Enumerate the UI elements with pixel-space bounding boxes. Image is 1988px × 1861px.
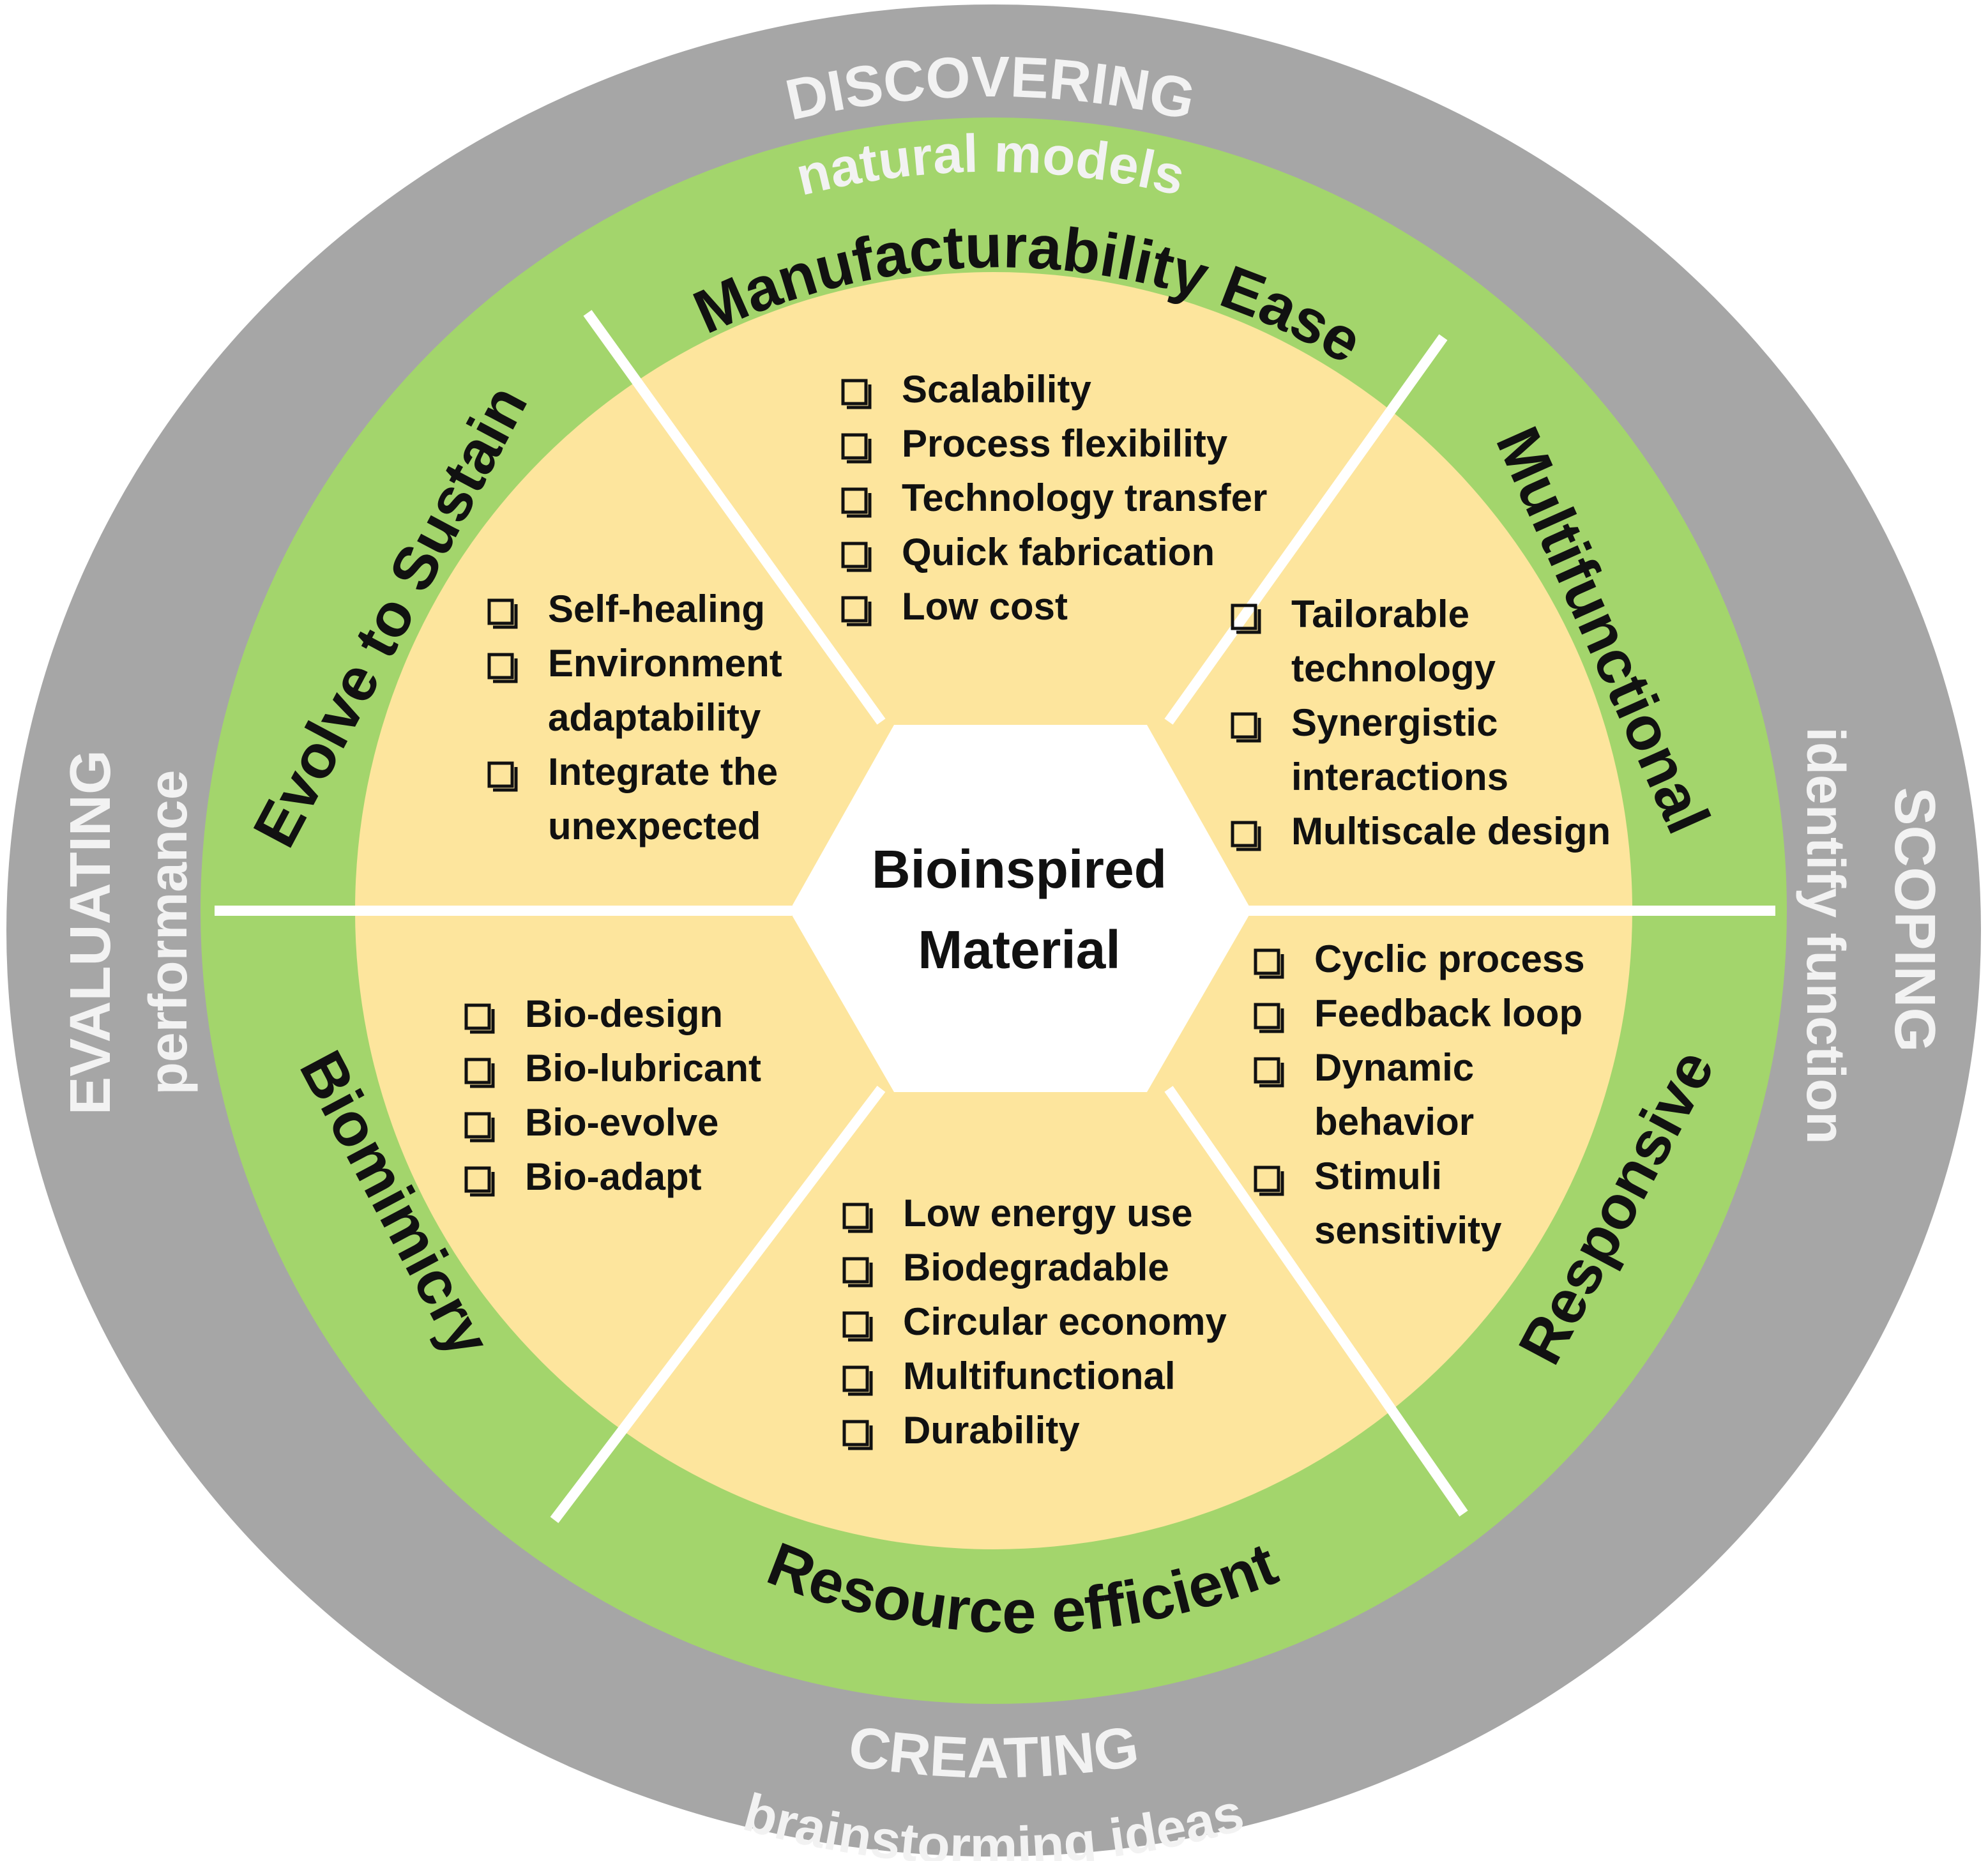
checkbox-icon <box>487 653 514 680</box>
checkbox-shadow <box>848 1208 873 1233</box>
checklist-item-text: Circular economy <box>903 1300 1227 1343</box>
checklist-item-text: Dynamic <box>1314 1046 1474 1089</box>
checklist-item-text: interactions <box>1291 756 1508 798</box>
checkbox-shadow <box>848 1371 873 1396</box>
checklist-item-text: Bio-lubricant <box>525 1047 761 1090</box>
checkbox-icon <box>487 761 514 788</box>
checkbox-shadow <box>470 1118 495 1143</box>
checkbox-shadow <box>1259 1171 1284 1196</box>
checkbox-shadow <box>847 602 872 627</box>
checklist-item-text: Tailorable <box>1291 593 1469 635</box>
checklist-item-text: Biodegradable <box>903 1246 1169 1289</box>
checklist-item-text: behavior <box>1314 1100 1474 1143</box>
checklist-item-text: Multiscale design <box>1291 810 1611 853</box>
checkbox-shadow <box>848 1263 873 1288</box>
checkbox-shadow <box>847 439 872 464</box>
checkbox-icon <box>842 1365 869 1392</box>
checkbox-icon <box>841 542 868 568</box>
checklist-item-text: Stimuli <box>1314 1155 1442 1197</box>
checkbox-shadow <box>847 547 872 572</box>
checklist-item-text: adaptability <box>548 696 761 739</box>
checkbox-shadow <box>493 604 518 629</box>
checklist-biomimicry: Bio-designBio-lubricantBio-evolveBio-ada… <box>464 992 761 1198</box>
checkbox-shadow <box>493 767 518 792</box>
checklist-item-text: Cyclic process <box>1314 938 1585 980</box>
checkbox-shadow <box>1259 1008 1284 1033</box>
checkbox-icon <box>842 1203 869 1229</box>
checkbox-shadow <box>847 384 872 409</box>
checkbox-shadow <box>1259 954 1284 979</box>
divider-line <box>1164 334 1448 725</box>
checkbox-icon <box>487 598 514 625</box>
outer-sublabel-scoping: identify function <box>1796 727 1856 1144</box>
checklist-item-text: Integrate the <box>548 750 778 793</box>
outer-label-scoping: SCOPING <box>1883 787 1946 1052</box>
checklist-item-text: Process flexibility <box>902 422 1228 465</box>
checkbox-icon <box>841 433 868 460</box>
checkbox-icon <box>1231 604 1257 630</box>
checkbox-icon <box>842 1311 869 1338</box>
outer-label-evaluating: EVALUATING <box>59 750 123 1115</box>
checklist-item-text: Scalability <box>902 368 1091 411</box>
outer-label-creating: CREATING <box>844 1715 1142 1791</box>
divider-line <box>583 310 886 725</box>
checklist-item-text: Bio-evolve <box>525 1101 718 1144</box>
checkbox-icon <box>1254 1057 1280 1084</box>
checkbox-icon <box>1231 712 1257 739</box>
checkbox-icon <box>464 1166 491 1193</box>
center-title-line1: Bioinspired <box>872 839 1167 899</box>
checklist-item-text: Feedback loop <box>1314 992 1582 1035</box>
checkbox-shadow <box>847 493 872 518</box>
checklist-item-text: Low energy use <box>903 1192 1192 1234</box>
checkbox-icon <box>841 487 868 514</box>
checkbox-shadow <box>848 1317 873 1342</box>
checklist-item-text: unexpected <box>548 805 761 847</box>
checkbox-icon <box>1254 1003 1280 1029</box>
checkbox-shadow <box>470 1063 495 1088</box>
checkbox-icon <box>841 379 868 406</box>
checkbox-shadow <box>493 658 518 683</box>
checklist-item-text: Synergistic <box>1291 701 1498 744</box>
checklist-item-text: Technology transfer <box>902 476 1267 519</box>
checklist-item-text: Environment <box>548 642 782 685</box>
checklist-item-text: Bio-adapt <box>525 1155 702 1198</box>
checklist-item-text: Bio-design <box>525 992 723 1035</box>
checkbox-shadow <box>470 1009 495 1034</box>
checkbox-shadow <box>1259 1063 1284 1088</box>
checklist-item-text: Multifunctional <box>903 1355 1176 1397</box>
outer-sublabel-evaluating: performance <box>138 770 198 1095</box>
checkbox-shadow <box>470 1172 495 1197</box>
checkbox-shadow <box>1236 718 1261 743</box>
checklist-item-text: technology <box>1291 647 1496 690</box>
checkbox-icon <box>464 1058 491 1084</box>
checkbox-icon <box>1254 1166 1280 1192</box>
checkbox-icon <box>464 1112 491 1139</box>
divider-line <box>550 1086 886 1523</box>
checkbox-icon <box>842 1257 869 1284</box>
checkbox-icon <box>841 596 868 623</box>
checkbox-icon <box>1254 948 1280 975</box>
checklist-item-text: Quick fabrication <box>902 531 1215 573</box>
checklist-item-text: Low cost <box>902 585 1068 628</box>
checkbox-shadow <box>848 1425 873 1450</box>
divider-line <box>1164 1086 1468 1517</box>
center-hexagon <box>789 725 1252 1092</box>
checkbox-shadow <box>1236 826 1261 851</box>
checklist-item-text: Self-healing <box>548 588 765 630</box>
checklist-item-text: sensitivity <box>1314 1209 1502 1252</box>
checkbox-icon <box>842 1420 869 1447</box>
segment-dividers <box>215 310 1775 1523</box>
checkbox-icon <box>1231 821 1257 847</box>
checkbox-icon <box>464 1003 491 1030</box>
center-title-line2: Material <box>918 920 1120 980</box>
checklist-item-text: Durability <box>903 1409 1080 1452</box>
checkbox-shadow <box>1236 609 1261 634</box>
